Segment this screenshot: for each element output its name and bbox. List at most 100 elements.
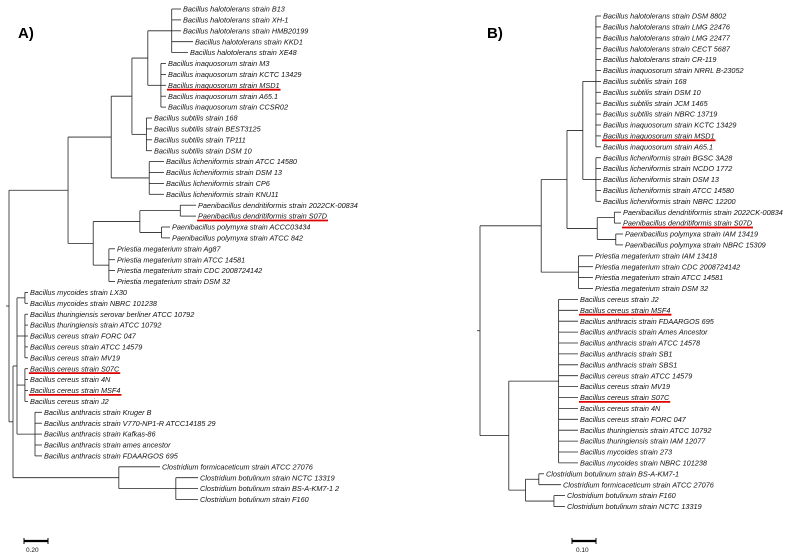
taxon-label-b-44: Clostridium botulinum strain F160: [567, 491, 676, 500]
taxon-label-b-6: Bacillus subtilis strain 168: [603, 77, 687, 86]
taxon-label-b-21: Paenibacillus polymyxa strain NBRC 15309: [625, 241, 766, 250]
taxon-label-b-36: Bacillus cereus strain 4N: [580, 404, 661, 413]
taxon-label-a-6: Bacillus inaquosorum strain KCTC 13429: [168, 70, 301, 79]
taxon-label-a-25: Priestia megaterium strain DSM 32: [117, 277, 230, 286]
taxon-label-b-31: Bacillus anthracis strain SB1: [580, 350, 672, 359]
taxon-label-b-40: Bacillus mycoides strain 273: [580, 448, 672, 457]
taxon-label-a-11: Bacillus subtilis strain BEST3125: [154, 125, 262, 134]
taxon-label-b-14: Bacillus licheniformis strain NCDO 1772: [603, 164, 732, 173]
taxon-label-a-33: Bacillus cereus strain S07C: [30, 364, 120, 373]
taxon-label-a-36: Bacillus cereus strain J2: [30, 397, 109, 406]
taxon-label-b-29: Bacillus anthracis strain Ames Ancestor: [580, 328, 708, 337]
taxon-label-a-7: Bacillus inaquosorum strain MSD1: [168, 81, 280, 90]
taxon-label-a-23: Priestia megaterium strain ATCC 14581: [117, 255, 245, 264]
taxon-label-a-24: Priestia megaterium strain CDC 200872414…: [117, 266, 262, 275]
taxon-label-b-13: Bacillus licheniformis strain BGSC 3A28: [603, 153, 733, 162]
taxon-label-b-45: Clostridium botulinum strain NCTC 13319: [567, 502, 702, 511]
taxon-label-a-14: Bacillus licheniformis strain ATCC 14580: [166, 157, 297, 166]
taxon-label-b-2: Bacillus halotolerans strain LMG 22477: [603, 33, 731, 42]
taxon-label-a-19: Paenibacillus dendritiformis strain S07D: [198, 212, 328, 221]
taxon-label-b-30: Bacillus anthracis strain ATCC 14578: [580, 339, 701, 348]
tree-branches: [477, 15, 623, 507]
taxon-label-a-9: Bacillus inaquosorum strain CCSR02: [168, 103, 288, 112]
taxon-label-a-10: Bacillus subtilis strain 168: [154, 114, 238, 123]
taxon-label-b-16: Bacillus licheniformis strain ATCC 14580: [603, 186, 734, 195]
taxon-label-a-22: Priestia megaterium strain Ag87: [117, 244, 221, 253]
taxon-label-b-1: Bacillus halotolerans strain LMG 22476: [603, 23, 731, 32]
taxon-label-a-28: Bacillus thuringiensis serovar berliner …: [30, 310, 194, 319]
taxon-label-b-18: Paenibacillus dendritiformis strain 2022…: [623, 208, 783, 217]
taxon-label-b-12: Bacillus inaquosorum strain A65.1: [603, 142, 713, 151]
taxon-label-a-43: Clostridium botulinum strain NCTC 13319: [200, 473, 335, 482]
taxon-label-a-15: Bacillus licheniformis strain DSM 13: [166, 168, 282, 177]
taxon-label-b-3: Bacillus halotolerans strain CECT 5687: [603, 44, 731, 53]
taxon-label-a-26: Bacillus mycoides strain LX30: [30, 288, 127, 297]
taxon-label-b-11: Bacillus inaquosorum strain MSD1: [603, 132, 715, 141]
panel-b-scale-value: 0.10: [576, 547, 589, 554]
taxon-label-a-31: Bacillus cereus strain ATCC 14579: [30, 343, 142, 352]
taxon-label-b-22: Priestia megaterium strain IAM 13418: [595, 251, 718, 260]
taxon-label-b-5: Bacillus inaquosorum strain NRRL B-23052: [603, 66, 744, 75]
taxon-label-a-44: Clostridium botulinum strain BS-A-KM7-1 …: [200, 484, 339, 493]
taxon-label-a-8: Bacillus inaquosorum strain A65.1: [168, 92, 278, 101]
taxon-label-b-34: Bacillus cereus strain MV19: [580, 382, 670, 391]
taxon-label-b-20: Paenibacillus polymyxa strain IAM 13419: [625, 230, 758, 239]
panel-a-label: A): [18, 25, 34, 42]
taxon-label-a-2: Bacillus halotolerans strain HMB20199: [183, 26, 308, 35]
taxon-label-b-19: Paenibacillus dendritiformis strain S07D: [623, 219, 753, 228]
taxon-label-b-10: Bacillus inaquosorum strain KCTC 13429: [603, 121, 736, 130]
taxon-label-a-29: Bacillus thuringiensis strain ATCC 10792: [30, 321, 161, 330]
taxon-label-b-17: Bacillus licheniformis strain NBRC 12200: [603, 197, 736, 206]
taxon-label-a-40: Bacillus anthracis strain ames ancestor: [44, 441, 171, 450]
taxon-label-b-39: Bacillus thuringiensis strain IAM 12077: [580, 437, 706, 446]
taxon-label-b-32: Bacillus anthracis strain SBS1: [580, 360, 677, 369]
taxon-label-a-3: Bacillus halotolerans strain KKD1: [195, 37, 303, 46]
taxon-label-b-43: Clostridium formicaceticum strain ATCC 2…: [563, 480, 715, 489]
taxon-label-a-21: Paenibacillus polymyxa strain ATCC 842: [172, 234, 303, 243]
taxon-label-b-25: Priestia megaterium strain DSM 32: [595, 284, 708, 293]
taxon-label-a-13: Bacillus subtilis strain DSM 10: [154, 146, 252, 155]
panel-a-scale-value: 0.20: [26, 547, 39, 554]
taxon-label-a-1: Bacillus halotolerans strain XH-1: [183, 16, 288, 25]
taxon-label-a-20: Paenibacillus polymyxa strain ACCC03434: [172, 223, 310, 232]
taxon-label-a-34: Bacillus cereus strain 4N: [30, 375, 111, 384]
taxon-label-b-7: Bacillus subtilis strain DSM 10: [603, 88, 701, 97]
taxon-label-a-0: Bacillus halotolerans strain B13: [183, 5, 285, 14]
taxon-label-b-4: Bacillus halotolerans strain CR-119: [603, 55, 716, 64]
taxon-label-b-41: Bacillus mycoides strain NBRC 101238: [580, 459, 708, 468]
taxon-label-a-37: Bacillus anthracis strain Kruger B: [44, 408, 152, 417]
taxon-label-b-8: Bacillus subtilis strain JCM 1465: [603, 99, 709, 108]
taxon-label-a-16: Bacillus licheniformis strain CP6: [166, 179, 271, 188]
taxon-label-b-35: Bacillus cereus strain S07C: [580, 393, 670, 402]
taxon-label-b-27: Bacillus cereus strain MSF4: [580, 306, 670, 315]
taxon-label-a-27: Bacillus mycoides strain NBRC 101238: [30, 299, 158, 308]
taxon-label-a-45: Clostridium botulinum strain F160: [200, 495, 309, 504]
taxon-label-a-39: Bacillus anthracis strain Kafkas-86: [44, 430, 156, 439]
taxon-label-b-23: Priestia megaterium strain CDC 200872414…: [595, 262, 740, 271]
taxon-label-a-32: Bacillus cereus strain MV19: [30, 353, 120, 362]
taxon-label-a-41: Bacillus anthracis strain FDAARGOS 695: [44, 452, 179, 461]
taxon-label-b-42: Clostridium botulinum strain BS-A-KM7-1: [546, 469, 679, 478]
taxon-label-b-0: Bacillus halotolerans strain DSM 8802: [603, 12, 726, 21]
taxon-label-a-42: Clostridium formicaceticum strain ATCC 2…: [162, 462, 314, 471]
taxon-label-b-15: Bacillus licheniformis strain DSM 13: [603, 175, 719, 184]
taxon-label-b-37: Bacillus cereus strain FORC 047: [580, 415, 687, 424]
taxon-label-a-35: Bacillus cereus strain MSF4: [30, 386, 120, 395]
taxon-label-b-38: Bacillus thuringiensis strain ATCC 10792: [580, 426, 711, 435]
taxon-label-a-30: Bacillus cereus strain FORC 047: [30, 332, 137, 341]
taxon-label-b-26: Bacillus cereus strain J2: [580, 295, 659, 304]
taxon-label-a-38: Bacillus anthracis strain V770-NP1-R ATC…: [44, 419, 216, 428]
taxon-label-a-17: Bacillus licheniformis strain KNU11: [166, 190, 279, 199]
taxon-label-a-18: Paenibacillus dendritiformis strain 2022…: [198, 201, 358, 210]
taxon-label-b-24: Priestia megaterium strain ATCC 14581: [595, 273, 723, 282]
tree-branches: [6, 8, 198, 500]
taxon-label-a-4: Bacillus halotolerans strain XE48: [190, 48, 298, 57]
taxon-label-b-28: Bacillus anthracis strain FDAARGOS 695: [580, 317, 715, 326]
taxon-label-b-33: Bacillus cereus strain ATCC 14579: [580, 371, 692, 380]
taxon-label-a-12: Bacillus subtilis strain TP111: [154, 135, 246, 144]
taxon-label-b-9: Bacillus subtilis strain NBRC 13719: [603, 110, 717, 119]
taxon-label-a-5: Bacillus inaquosorum strain M3: [168, 59, 269, 68]
